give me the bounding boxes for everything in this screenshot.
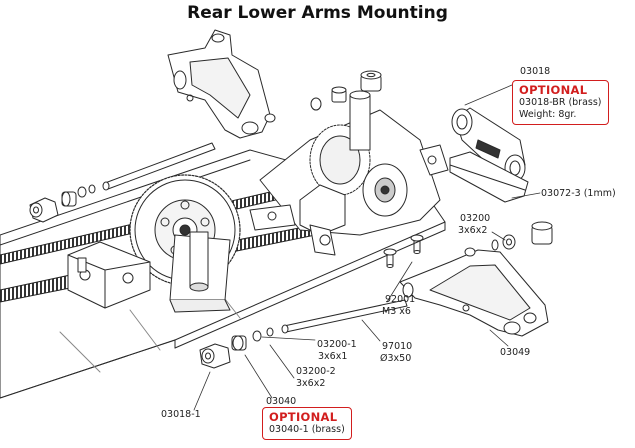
label-03200-2-b: 3x6x2 [296, 378, 326, 389]
optional-top-line2: Weight: 8gr. [519, 109, 577, 120]
upper-lower-arm [167, 29, 276, 139]
page-title: Rear Lower Arms Mounting [187, 3, 448, 23]
hinge-pin-97010 [281, 299, 408, 334]
optional-box-bottom: OPTIONAL 03040-1 (brass) [262, 407, 352, 440]
label-03072-3: 03072-3 (1mm) [541, 188, 616, 199]
optional-top-line1: 03018-BR (brass) [519, 97, 602, 108]
label-03049: 03049 [500, 347, 531, 358]
right-bushings [491, 221, 553, 251]
label-92001-a: 92001 [385, 294, 416, 305]
label-03040: 03040 [266, 396, 297, 407]
spur-gear [129, 174, 241, 313]
top-bushings [310, 70, 382, 111]
lower-arm-03049 [399, 247, 549, 337]
label-03200-1-b: 3x6x1 [318, 351, 348, 362]
label-03200-top-b: 3x6x2 [458, 225, 488, 236]
optional-box-top: OPTIONAL 03018-BR (brass) Weight: 8gr. [512, 80, 609, 125]
label-03018: 03018 [520, 66, 551, 77]
leader-lines [193, 81, 541, 411]
bottom-bushings [199, 327, 274, 369]
label-03200-top-a: 03200 [460, 213, 491, 224]
label-97010-a: 97010 [382, 341, 413, 352]
label-97010-b: Ø3x50 [380, 353, 412, 364]
screws-92001 [383, 234, 424, 268]
label-03200-2-a: 03200-2 [296, 366, 336, 377]
left-chassis-mount [67, 241, 151, 309]
label-03200-1-a: 03200-1 [317, 339, 357, 350]
label-03018-1: 03018-1 [161, 409, 201, 420]
upper-hinge-pin [102, 142, 216, 191]
gearbox-cluster [249, 90, 449, 256]
optional-heading-top: OPTIONAL [519, 83, 588, 97]
optional-heading-bottom: OPTIONAL [269, 410, 338, 424]
label-92001-b: M3 x6 [382, 306, 411, 317]
optional-bottom-line1: 03040-1 (brass) [269, 424, 345, 435]
left-bushing-row [29, 184, 96, 223]
